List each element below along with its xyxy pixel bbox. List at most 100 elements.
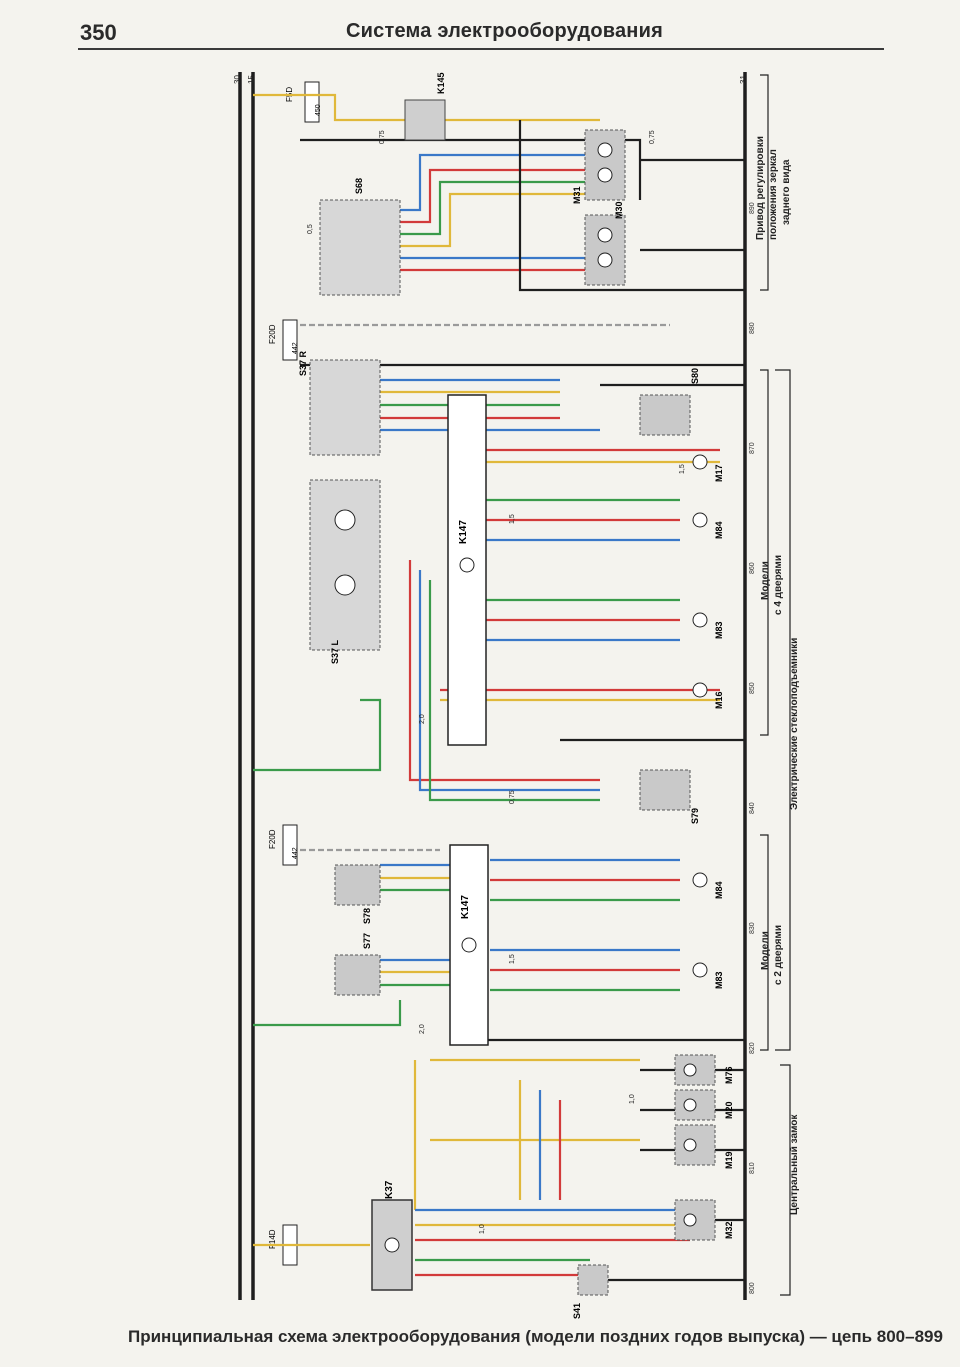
svg-text:S37 L: S37 L	[330, 639, 340, 664]
actuator-m20: M20	[674, 1089, 734, 1121]
svg-text:800: 800	[749, 1282, 756, 1294]
svg-text:M19: M19	[724, 1151, 734, 1169]
svg-text:Модели: Модели	[760, 931, 771, 970]
svg-text:F20D: F20D	[268, 829, 277, 849]
svg-text:M76: M76	[724, 1066, 734, 1084]
switch-s68: S68	[319, 178, 401, 296]
svg-text:положения зеркал: положения зеркал	[768, 149, 779, 240]
relay-k145: K145	[404, 72, 446, 141]
svg-text:Центральный замок: Центральный замок	[789, 1114, 800, 1215]
motor-m83-upper: M83	[692, 612, 724, 639]
rail-label-15: 15	[247, 75, 256, 84]
wiring-diagram-svg: 30 15 31 F5D 450 F20D 442 F20D 442 F14D	[233, 72, 800, 1319]
svg-text:2,0: 2,0	[419, 1024, 426, 1034]
switch-s77: S77	[334, 933, 381, 996]
actuator-m32: M32	[674, 1199, 734, 1241]
section-brackets	[760, 74, 791, 1296]
svg-text:с 4 дверями: с 4 дверями	[773, 555, 784, 615]
svg-text:S68: S68	[354, 178, 364, 194]
svg-text:880: 880	[749, 322, 756, 334]
svg-text:S41: S41	[572, 1303, 582, 1319]
svg-text:M17: M17	[714, 464, 724, 482]
fuse-f5d: F5D 450	[285, 81, 322, 123]
svg-text:1,0: 1,0	[479, 1224, 486, 1234]
svg-text:Электрические стеклоподъемники: Электрические стеклоподъемники	[789, 638, 800, 810]
switch-s37: S37 R S37 L	[298, 350, 381, 664]
svg-text:S77: S77	[362, 933, 372, 949]
svg-text:810: 810	[749, 1162, 756, 1174]
svg-text:M30: M30	[614, 201, 624, 219]
svg-text:890: 890	[749, 202, 756, 214]
svg-text:заднего вида: заднего вида	[781, 159, 792, 225]
svg-text:860: 860	[749, 562, 756, 574]
switch-s80: S80	[639, 368, 700, 436]
svg-text:2,0: 2,0	[419, 714, 426, 724]
motor-m31: M31	[572, 129, 626, 204]
section-label-4door: Модели с 4 дверями	[760, 555, 784, 615]
svg-text:442: 442	[292, 847, 299, 859]
page-header: 350 Система электрооборудования	[0, 0, 960, 52]
actuator-m76: M76	[674, 1054, 734, 1086]
svg-text:1,5: 1,5	[509, 954, 516, 964]
svg-text:1,5: 1,5	[679, 464, 686, 474]
svg-text:1,5: 1,5	[509, 514, 516, 524]
svg-text:Модели: Модели	[760, 561, 771, 600]
motor-m84-lower: M84	[692, 872, 724, 899]
control-unit-k37: K37	[371, 1180, 413, 1291]
svg-text:с 2 дверями: с 2 дверями	[773, 925, 784, 985]
motor-m83-lower: M83	[692, 962, 724, 989]
svg-text:S37 R: S37 R	[298, 350, 308, 376]
page-title: Система электрооборудования	[346, 20, 663, 42]
svg-text:M31: M31	[572, 186, 582, 204]
svg-text:K147: K147	[458, 520, 469, 544]
svg-text:870: 870	[749, 442, 756, 454]
svg-text:M32: M32	[724, 1221, 734, 1239]
header-rule	[78, 48, 884, 50]
svg-text:S79: S79	[690, 808, 700, 824]
svg-text:450: 450	[315, 104, 322, 116]
svg-text:F14D: F14D	[268, 1229, 277, 1249]
circuit-number-scale: 800 810 820 830 840 850 860 870 880 890	[749, 202, 756, 1294]
svg-text:0,5: 0,5	[307, 224, 314, 234]
module-k147-lower: K147	[449, 844, 489, 1046]
svg-text:S80: S80	[690, 368, 700, 384]
window-2door-wires	[253, 848, 745, 1042]
section-label-mirror: Привод регулировки положения зеркал задн…	[755, 136, 792, 240]
motor-m16: M16	[692, 682, 724, 709]
svg-text:M83: M83	[714, 621, 724, 639]
svg-text:M84: M84	[714, 521, 724, 539]
svg-text:M16: M16	[714, 691, 724, 709]
central-lock-wires	[253, 1058, 745, 1282]
svg-text:F20D: F20D	[268, 324, 277, 344]
svg-text:442: 442	[292, 342, 299, 354]
svg-text:K145: K145	[436, 72, 446, 94]
svg-text:M84: M84	[714, 881, 724, 899]
svg-text:S78: S78	[362, 908, 372, 924]
section-label-central-lock: Центральный замок	[789, 1114, 800, 1215]
section-label-windows: Электрические стеклоподъемники	[789, 638, 800, 810]
svg-text:850: 850	[749, 682, 756, 694]
module-k147-upper: K147	[447, 394, 487, 746]
switch-s79: S79	[639, 769, 700, 824]
power-rails: 30 15 31	[233, 72, 748, 1300]
section-label-2door: Модели с 2 дверями	[760, 925, 784, 985]
fuse-f20d-upper: F20D 442	[268, 319, 299, 361]
svg-text:M20: M20	[724, 1101, 734, 1119]
switch-s41: S41	[572, 1264, 609, 1319]
svg-text:M83: M83	[714, 971, 724, 989]
wiring-diagram: 30 15 31 F5D 450 F20D 442 F20D 442 F14D	[0, 52, 960, 1322]
window-4door-wires	[253, 323, 745, 802]
svg-text:840: 840	[749, 802, 756, 814]
rail-label-31: 31	[739, 75, 748, 84]
svg-text:830: 830	[749, 922, 756, 934]
svg-text:820: 820	[749, 1042, 756, 1054]
svg-text:Привод регулировки: Привод регулировки	[755, 136, 766, 240]
figure-caption: Принципиальная схема электрооборудования…	[128, 1327, 943, 1346]
motor-m84-upper: M84	[692, 512, 724, 539]
svg-text:K37: K37	[384, 1180, 395, 1199]
svg-text:1,0: 1,0	[629, 1094, 636, 1104]
fuse-f20d-lower: F20D 442	[268, 824, 299, 866]
actuator-m19: M19	[674, 1124, 734, 1169]
rail-label-30: 30	[233, 75, 242, 84]
svg-text:0,75: 0,75	[379, 130, 386, 144]
